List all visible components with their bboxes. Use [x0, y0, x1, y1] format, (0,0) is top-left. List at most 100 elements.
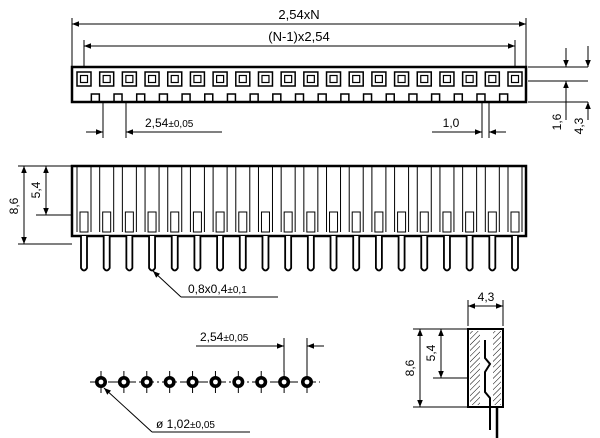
contact-slot [192, 211, 202, 233]
contact-openings [76, 71, 523, 102]
separator-notch [385, 93, 395, 102]
separator-notch [453, 93, 464, 102]
contact-slot [260, 211, 270, 233]
pin [148, 236, 156, 272]
pad-hole [281, 379, 287, 385]
contact-opening-inner [147, 74, 157, 84]
pad-hole [121, 379, 127, 385]
pin [125, 236, 134, 272]
contact-slot [238, 211, 248, 233]
pad-hole [258, 379, 264, 385]
contact-slot [442, 211, 452, 233]
contact-opening-inner [352, 74, 361, 84]
contact-opening-inner [170, 74, 179, 84]
separator-notch [249, 93, 259, 102]
pin [170, 236, 179, 272]
housing-front-outline [70, 164, 528, 238]
contact-opening-inner [420, 74, 429, 84]
contact-slot [487, 211, 497, 233]
pad-hole [144, 379, 150, 385]
housing-top-outline [70, 65, 528, 104]
contact-slot [170, 211, 180, 233]
pin [284, 236, 293, 272]
contact-opening-inner [488, 74, 497, 84]
separator-notch [294, 93, 305, 102]
pin [80, 236, 88, 272]
separator-notch [317, 93, 327, 102]
pin [238, 236, 247, 272]
pin-row [80, 236, 519, 272]
separator-notch [158, 93, 169, 102]
contact-opening-inner [216, 74, 225, 84]
separator-notch [362, 93, 373, 102]
pad-hole [98, 379, 104, 385]
pin [488, 236, 497, 272]
pin [374, 236, 383, 272]
contact-opening-inner [284, 74, 293, 84]
side-width-label: 4,3 [478, 290, 495, 304]
contact-slot [102, 211, 112, 233]
side-total-height-label: 8,6 [403, 359, 417, 376]
overall-length-label: 2,54xN [278, 7, 319, 22]
pcb-footprint: 2,54±0,05 ø 1,02±0,05 [90, 330, 324, 433]
separator-notch [498, 93, 509, 102]
pin [420, 236, 429, 272]
separator-notch [226, 93, 237, 102]
contact-slot [283, 211, 293, 233]
side-view: 4,3 8,6 5,4 [403, 290, 504, 438]
pin-section-label: 0,8x0,4±0,1 [188, 282, 247, 296]
contact-slot [397, 211, 407, 233]
separator-notch [408, 93, 418, 102]
pad-hole [304, 379, 310, 385]
pin [216, 236, 225, 272]
separator-notch [90, 93, 101, 102]
pad-hole [190, 379, 195, 385]
contact-opening-inner [306, 74, 315, 84]
hole-diameter-label: ø 1,02±0,05 [156, 417, 215, 431]
pin [306, 236, 315, 272]
pin [102, 236, 111, 272]
separator-notch [272, 93, 282, 102]
contact-opening-inner [79, 74, 89, 84]
pad-hole [167, 379, 173, 385]
contact-slot [465, 211, 475, 233]
contact-slot [215, 211, 225, 233]
side-contact [484, 340, 492, 430]
pad-hole [213, 379, 218, 385]
separator-notch [476, 93, 486, 102]
pin-span-label: (N-1)x2,54 [268, 29, 329, 44]
contact-slot [510, 211, 520, 233]
contact-slot [306, 211, 316, 233]
pad-row [95, 371, 313, 393]
pin [329, 236, 338, 272]
pin [511, 236, 519, 272]
housing-ribs [76, 166, 523, 233]
contact-slot [374, 211, 384, 233]
pin [465, 236, 474, 272]
separator-notch [204, 93, 214, 102]
contact-slot [79, 211, 89, 233]
contact-opening-inner [261, 74, 270, 84]
contact-opening-inner [397, 74, 406, 84]
contact-slot [147, 211, 157, 233]
contact-opening-inner [238, 74, 247, 84]
separator-notch [430, 93, 441, 102]
contact-opening-inner [329, 74, 338, 84]
side-body-height-label: 5,4 [424, 344, 438, 361]
body-height-label: 1,6 [550, 113, 564, 130]
contact-opening-inner [125, 74, 134, 84]
slot-width-label: 1,0 [443, 116, 460, 130]
contact-slot [329, 211, 339, 233]
front-body-height-label: 5,4 [29, 181, 43, 198]
top-view: 2,54xN (N-1)x2,54 1,6 4,3 2,54±0,05 1,0 [70, 7, 591, 138]
pin [443, 236, 451, 272]
pin [193, 236, 202, 272]
pin [261, 236, 270, 272]
top-pitch-label: 2,54±0,05 [145, 116, 194, 130]
contact-opening-inner [465, 74, 474, 84]
separator-notch [113, 93, 123, 102]
contact-slot [419, 211, 429, 233]
separator-notch [181, 93, 191, 102]
pad-hole [235, 379, 241, 385]
